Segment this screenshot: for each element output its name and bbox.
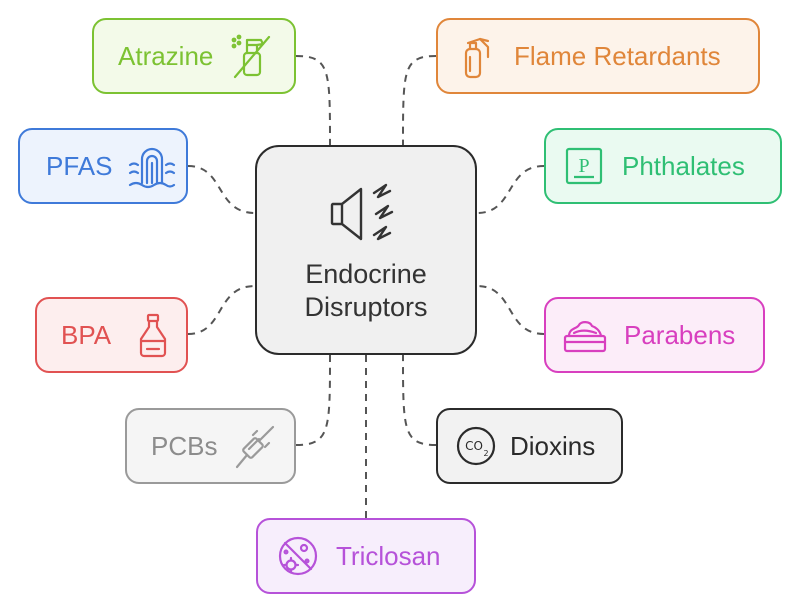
center-line1: Endocrine <box>305 259 427 289</box>
plastic-label-icon: P <box>565 147 603 185</box>
cream-jar-icon <box>563 321 607 353</box>
connector-bpa <box>187 285 256 335</box>
node-dioxins-label: Dioxins <box>510 430 596 461</box>
node-pcbs[interactable]: PCBs <box>125 408 296 484</box>
node-atrazine[interactable]: Atrazine <box>92 18 296 94</box>
bacteria-icon <box>278 536 318 576</box>
co2-icon: CO 2 <box>456 426 496 466</box>
node-parabens[interactable]: Parabens <box>544 297 765 373</box>
node-phthalates-label: Phthalates <box>622 150 745 181</box>
waterproof-icon <box>129 147 176 189</box>
spray-bottle-icon <box>231 34 271 79</box>
node-flame-retardants-label: Flame Retardants <box>514 40 721 71</box>
node-dioxins[interactable]: CO 2 Dioxins <box>436 408 623 484</box>
node-pcbs-label: PCBs <box>151 430 218 461</box>
node-phthalates[interactable]: P Phthalates <box>544 128 782 204</box>
center-node[interactable]: Endocrine Disruptors <box>255 145 477 355</box>
connector-pcbs <box>295 354 331 446</box>
node-atrazine-label: Atrazine <box>118 40 214 71</box>
node-pfas[interactable]: PFAS <box>18 128 188 204</box>
node-bpa[interactable]: BPA <box>35 297 188 373</box>
connector-parabens <box>476 285 545 335</box>
connector-atrazine <box>295 55 331 146</box>
connector-dioxins <box>402 354 437 446</box>
svg-text:2: 2 <box>483 449 488 458</box>
fire-extinguisher-icon <box>464 37 490 79</box>
connector-phthalates <box>476 165 545 214</box>
connector-pfas <box>187 165 256 214</box>
bottle-icon <box>140 313 167 358</box>
center-line2: Disruptors <box>304 292 428 322</box>
connector-flame <box>402 55 437 146</box>
speaker-sound-icon <box>330 183 394 241</box>
node-parabens-label: Parabens <box>624 319 736 350</box>
svg-text:CO: CO <box>465 439 483 453</box>
node-flame-retardants[interactable]: Flame Retardants <box>436 18 760 94</box>
cable-icon <box>236 425 275 469</box>
node-triclosan[interactable]: Triclosan <box>256 518 476 594</box>
node-triclosan-label: Triclosan <box>336 540 441 571</box>
node-bpa-label: BPA <box>61 319 112 350</box>
svg-text:P: P <box>578 155 589 177</box>
node-pfas-label: PFAS <box>46 150 113 181</box>
